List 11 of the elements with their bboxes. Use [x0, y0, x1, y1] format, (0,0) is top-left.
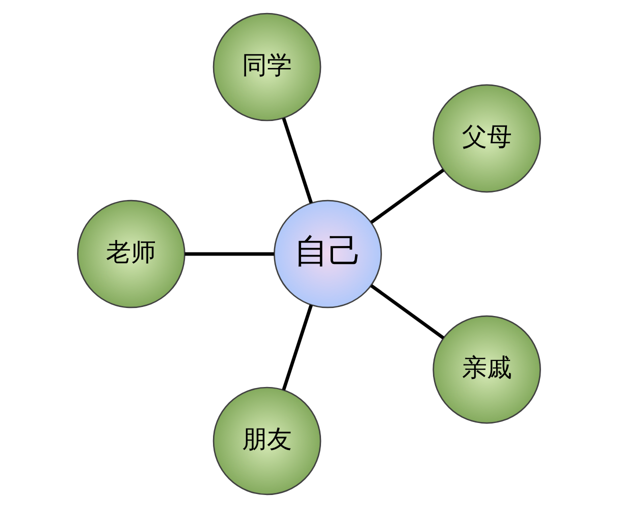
node-circle: 父母 [432, 84, 540, 192]
node-circle: 同学 [212, 12, 321, 121]
node-circle: 自己 [273, 199, 382, 308]
node-circle: 亲戚 [432, 314, 540, 424]
connector [281, 117, 312, 203]
connector [184, 252, 274, 256]
connector [370, 284, 444, 339]
node-circle: 老师 [76, 199, 185, 308]
connector [370, 168, 444, 224]
node-circle: 朋友 [212, 386, 321, 495]
connector [281, 304, 312, 390]
